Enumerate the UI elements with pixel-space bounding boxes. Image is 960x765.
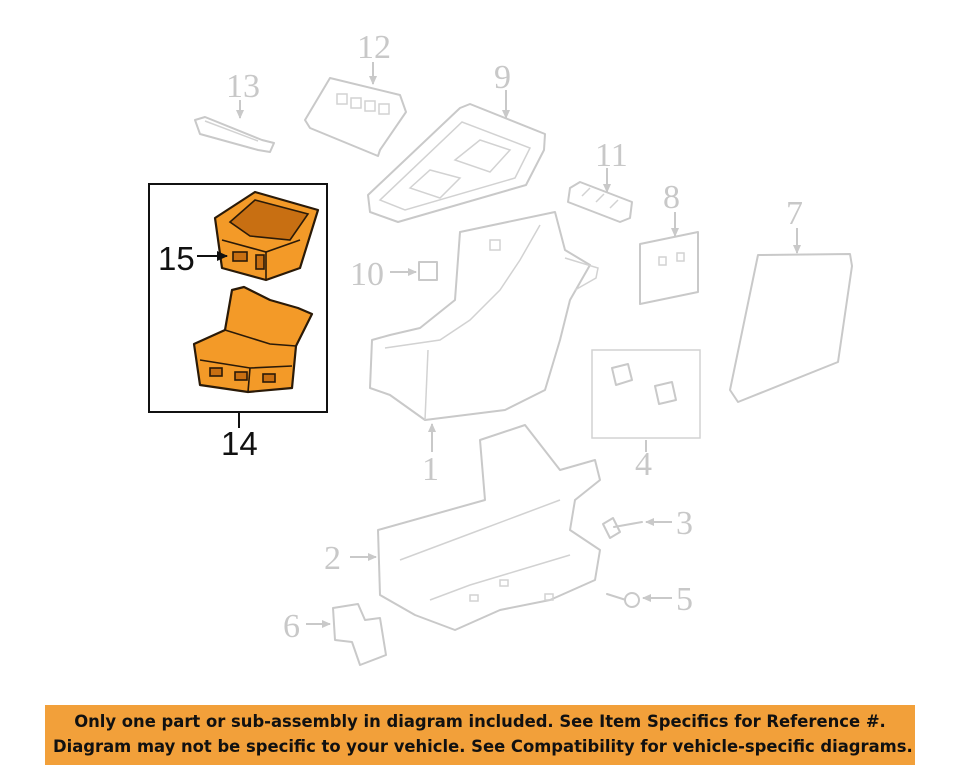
part-3-bolt xyxy=(602,517,672,539)
part-13-trim-strip xyxy=(194,100,275,153)
part-6-bracket xyxy=(306,603,387,666)
callout-10: 10 xyxy=(350,256,384,293)
callout-14: 14 xyxy=(221,425,258,462)
part-2-base-frame xyxy=(350,424,601,631)
callout-9: 9 xyxy=(494,59,511,96)
part-1-console-body xyxy=(369,211,599,452)
part-14-cup-housing xyxy=(192,285,314,394)
callout-11: 11 xyxy=(595,137,628,174)
part-7-side-panel xyxy=(729,228,853,403)
callout-5: 5 xyxy=(676,581,693,618)
callout-3: 3 xyxy=(676,505,693,542)
callout-4: 4 xyxy=(635,446,652,483)
callout-12: 12 xyxy=(357,29,391,66)
callout-1: 1 xyxy=(422,451,439,488)
part-10-clip xyxy=(390,261,438,281)
disclaimer-line-2: Diagram may not be specific to your vehi… xyxy=(53,737,913,756)
part-12-switch-bezel xyxy=(304,62,407,157)
part-8-panel xyxy=(639,212,699,305)
part-5-screw xyxy=(606,592,672,608)
callout-13: 13 xyxy=(226,68,260,105)
callout-15: 15 xyxy=(158,240,195,277)
disclaimer-banner: Only one part or sub-assembly in diagram… xyxy=(45,705,915,765)
part-15-cup-insert xyxy=(213,190,320,282)
part-11-switch xyxy=(567,168,633,223)
callout-2: 2 xyxy=(324,540,341,577)
part-9-console-top xyxy=(367,90,546,223)
part-4-bracket-set xyxy=(591,349,701,452)
callout-6: 6 xyxy=(283,608,300,645)
callout-7: 7 xyxy=(786,195,803,232)
disclaimer-line-1: Only one part or sub-assembly in diagram… xyxy=(74,712,886,731)
callout-8: 8 xyxy=(663,179,680,216)
